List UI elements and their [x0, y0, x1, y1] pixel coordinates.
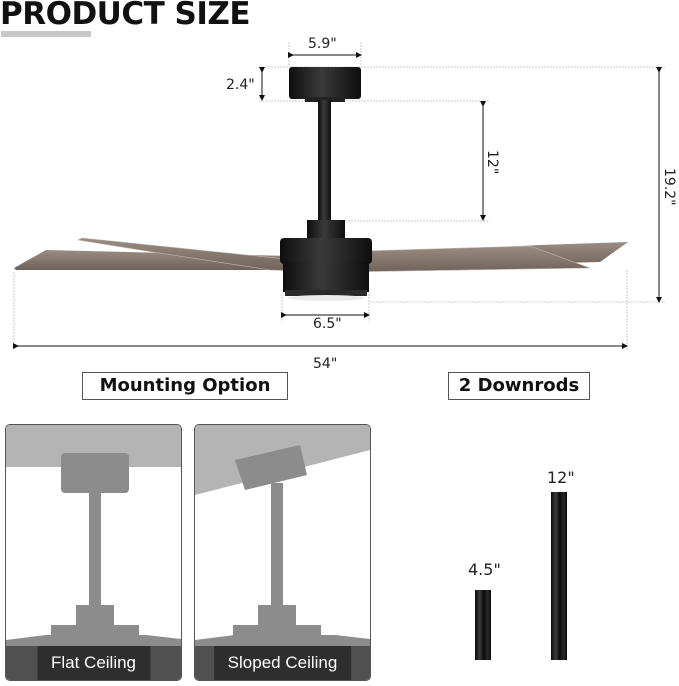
- canopy: [289, 67, 361, 99]
- downrods-label: 2 Downrods: [448, 372, 590, 400]
- sloped-ceiling-card: Sloped Ceiling: [194, 424, 371, 681]
- motor-width-label: 6.5": [313, 316, 342, 332]
- blade-span-label: 54": [313, 356, 338, 372]
- title-underline: [1, 31, 91, 37]
- downrod-length-label: 12": [484, 150, 500, 175]
- flat-ceiling-illustration: [6, 425, 181, 659]
- canopy-height-label: 2.4": [226, 77, 255, 93]
- total-height-label: 19.2": [661, 168, 677, 206]
- sloped-ceiling-caption: Sloped Ceiling: [213, 646, 352, 680]
- downrod: [318, 100, 331, 222]
- sloped-ceiling-illustration: [195, 425, 370, 659]
- short-downrod-label: 4.5": [468, 560, 501, 579]
- flat-ceiling-caption: Flat Ceiling: [36, 646, 151, 680]
- page-title: PRODUCT SIZE: [0, 0, 251, 32]
- long-downrod: [551, 492, 567, 660]
- long-downrod-label: 12": [547, 468, 575, 487]
- sloped-ceiling-caption-bar: Sloped Ceiling: [195, 646, 370, 680]
- mounting-option-label: Mounting Option: [82, 372, 288, 400]
- flat-ceiling-caption-bar: Flat Ceiling: [6, 646, 181, 680]
- short-downrod: [475, 590, 491, 660]
- canopy-width-label: 5.9": [308, 36, 337, 52]
- flat-ceiling-card: Flat Ceiling: [5, 424, 182, 681]
- fan-dimension-diagram: [13, 42, 665, 350]
